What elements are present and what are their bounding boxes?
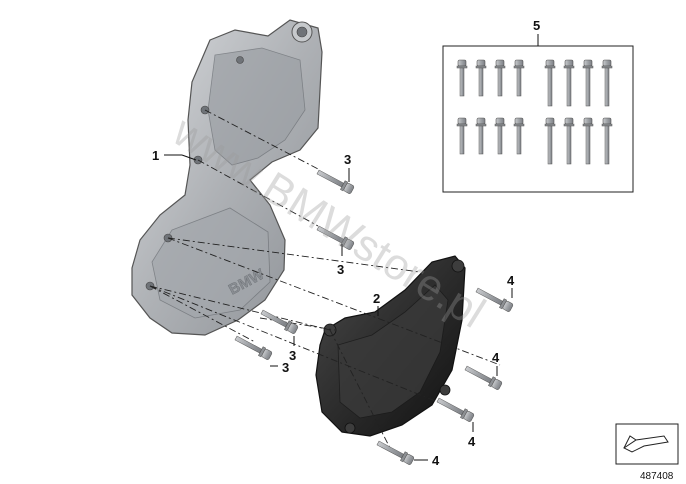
callout-4c: 4 [468,434,476,449]
bolt-part-3-d [233,333,274,361]
callout-3d: 3 [282,360,289,375]
callout-3a: 3 [344,152,351,167]
callout-4b: 4 [492,350,500,365]
callout-4a: 4 [507,273,515,288]
callout-2: 2 [373,291,380,306]
diagram-number: 487408 [640,471,674,482]
callout-5: 5 [533,18,540,33]
callout-3c: 3 [289,348,296,363]
bolt-part-4-c [435,395,476,423]
callout-3b: 3 [337,262,344,277]
callout-1: 1 [152,148,159,163]
assembly-lines [149,109,501,449]
callout-4d: 4 [432,453,440,468]
leader-lines [164,154,513,461]
bolt-part-4-d [375,438,416,466]
bolt-part-3-c [259,307,300,335]
black-cover-part-2 [315,255,466,437]
bolt-kit-box-part-5 [442,34,634,193]
reference-box: 487408 [615,423,679,482]
